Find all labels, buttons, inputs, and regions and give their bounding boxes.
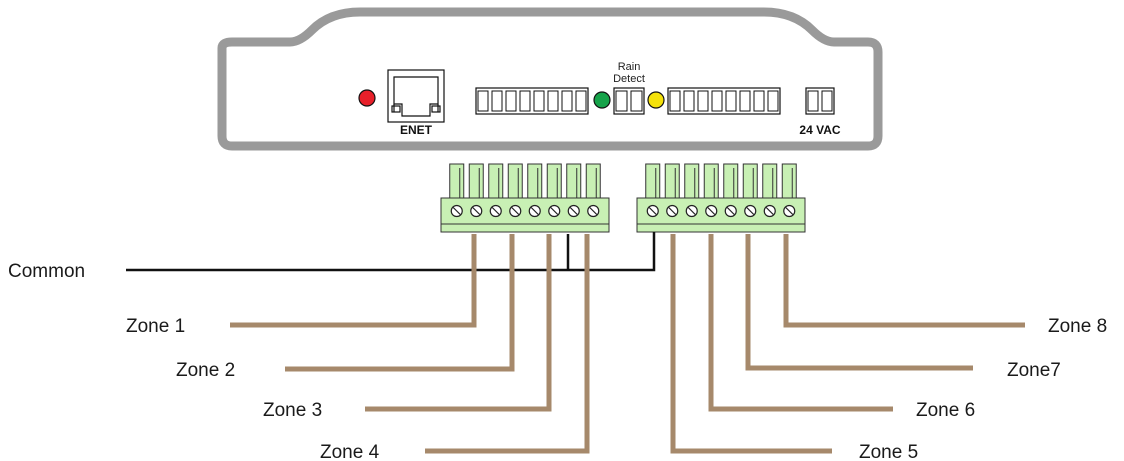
zone-7-label: Zone7 [1007,360,1061,381]
rain-detect-connector [613,87,645,115]
zone-2-wire [285,234,515,372]
zone-6-label: Zone 6 [916,400,975,421]
right-header-block [667,87,781,115]
power-connector-pin [821,90,833,112]
right-header-pin [697,90,709,112]
screw-slot [765,207,774,215]
terminal-tab [684,163,700,199]
left-header-pin [575,90,587,112]
zone-1-label: Zone 1 [126,316,185,337]
screw-slot [648,207,657,215]
terminal-tab [527,163,543,199]
terminal-tab [742,163,758,199]
terminal-tab [723,163,739,199]
right-header-pin [767,90,779,112]
left-header-pin [519,90,531,112]
left-terminal-block [440,163,610,233]
green-led-icon [593,91,611,109]
zone-4-label: Zone 4 [320,442,380,461]
zone-3-wire [365,234,552,412]
terminal-tab [566,163,582,199]
terminal-tab [488,163,504,199]
screw-slot [687,207,696,215]
screw-slot [746,207,755,215]
screw-slot [726,207,735,215]
terminal-tab [546,163,562,199]
terminal-tab [645,163,661,199]
rain-label: Rain [618,61,641,73]
zone-7-wire [745,234,973,371]
screw-slot [668,207,677,215]
terminal-body [636,197,806,225]
terminal-tab [507,163,523,199]
zone-5-wire [670,234,832,454]
screw-slot [472,207,481,215]
terminal-tab [781,163,797,199]
left-header-pin [491,90,503,112]
terminal-base [636,223,806,233]
zone-1-wire [230,234,477,328]
left-header-block [475,87,589,115]
zone-6-wire [708,234,893,412]
zone-4-wire [425,234,590,454]
terminal-tab [585,163,601,199]
rain-connector-pin [630,90,643,112]
zone-wires [230,234,1025,454]
common-label: Common [8,261,85,282]
terminal-tab [703,163,719,199]
screw-slot [589,207,598,215]
ethernet-port-icon [387,69,445,123]
terminal-base [440,223,610,233]
left-header-pin [561,90,573,112]
red-led-icon [358,89,376,107]
right-header-pin [669,90,681,112]
terminal-tab [449,163,465,199]
terminal-body [440,197,610,225]
common-wire [126,232,656,272]
enet-label: ENET [400,123,433,137]
terminal-tab [762,163,778,199]
screw-slot [452,207,461,215]
controller-housing [217,7,883,151]
power-label: 24 VAC [799,123,840,137]
left-header-pin [533,90,545,112]
screw-slot [707,207,716,215]
zone-8-label: Zone 8 [1048,316,1107,337]
screw-slot [530,207,539,215]
left-header-pin [505,90,517,112]
right-header-pin [683,90,695,112]
left-header-pin [547,90,559,112]
screw-slot [569,207,578,215]
right-header-pin [711,90,723,112]
zone-3-label: Zone 3 [263,400,322,421]
screw-slot [785,207,794,215]
screw-slot [550,207,559,215]
screw-slot [511,207,520,215]
yellow-led-icon [647,91,665,109]
right-header-pin [725,90,737,112]
power-connector-pin [807,90,819,112]
right-header-pin [739,90,751,112]
screw-slot [491,207,500,215]
left-header-pin [477,90,489,112]
zone-5-label: Zone 5 [859,442,918,461]
rain-connector-pin [615,90,628,112]
detect-label: Detect [613,73,645,85]
right-terminal-block [636,163,806,233]
right-header-pin [753,90,765,112]
terminal-tab [664,163,680,199]
zone-8-wire [783,234,1025,328]
zone-2-label: Zone 2 [176,360,235,381]
power-connector [805,87,835,115]
terminal-tab [468,163,484,199]
